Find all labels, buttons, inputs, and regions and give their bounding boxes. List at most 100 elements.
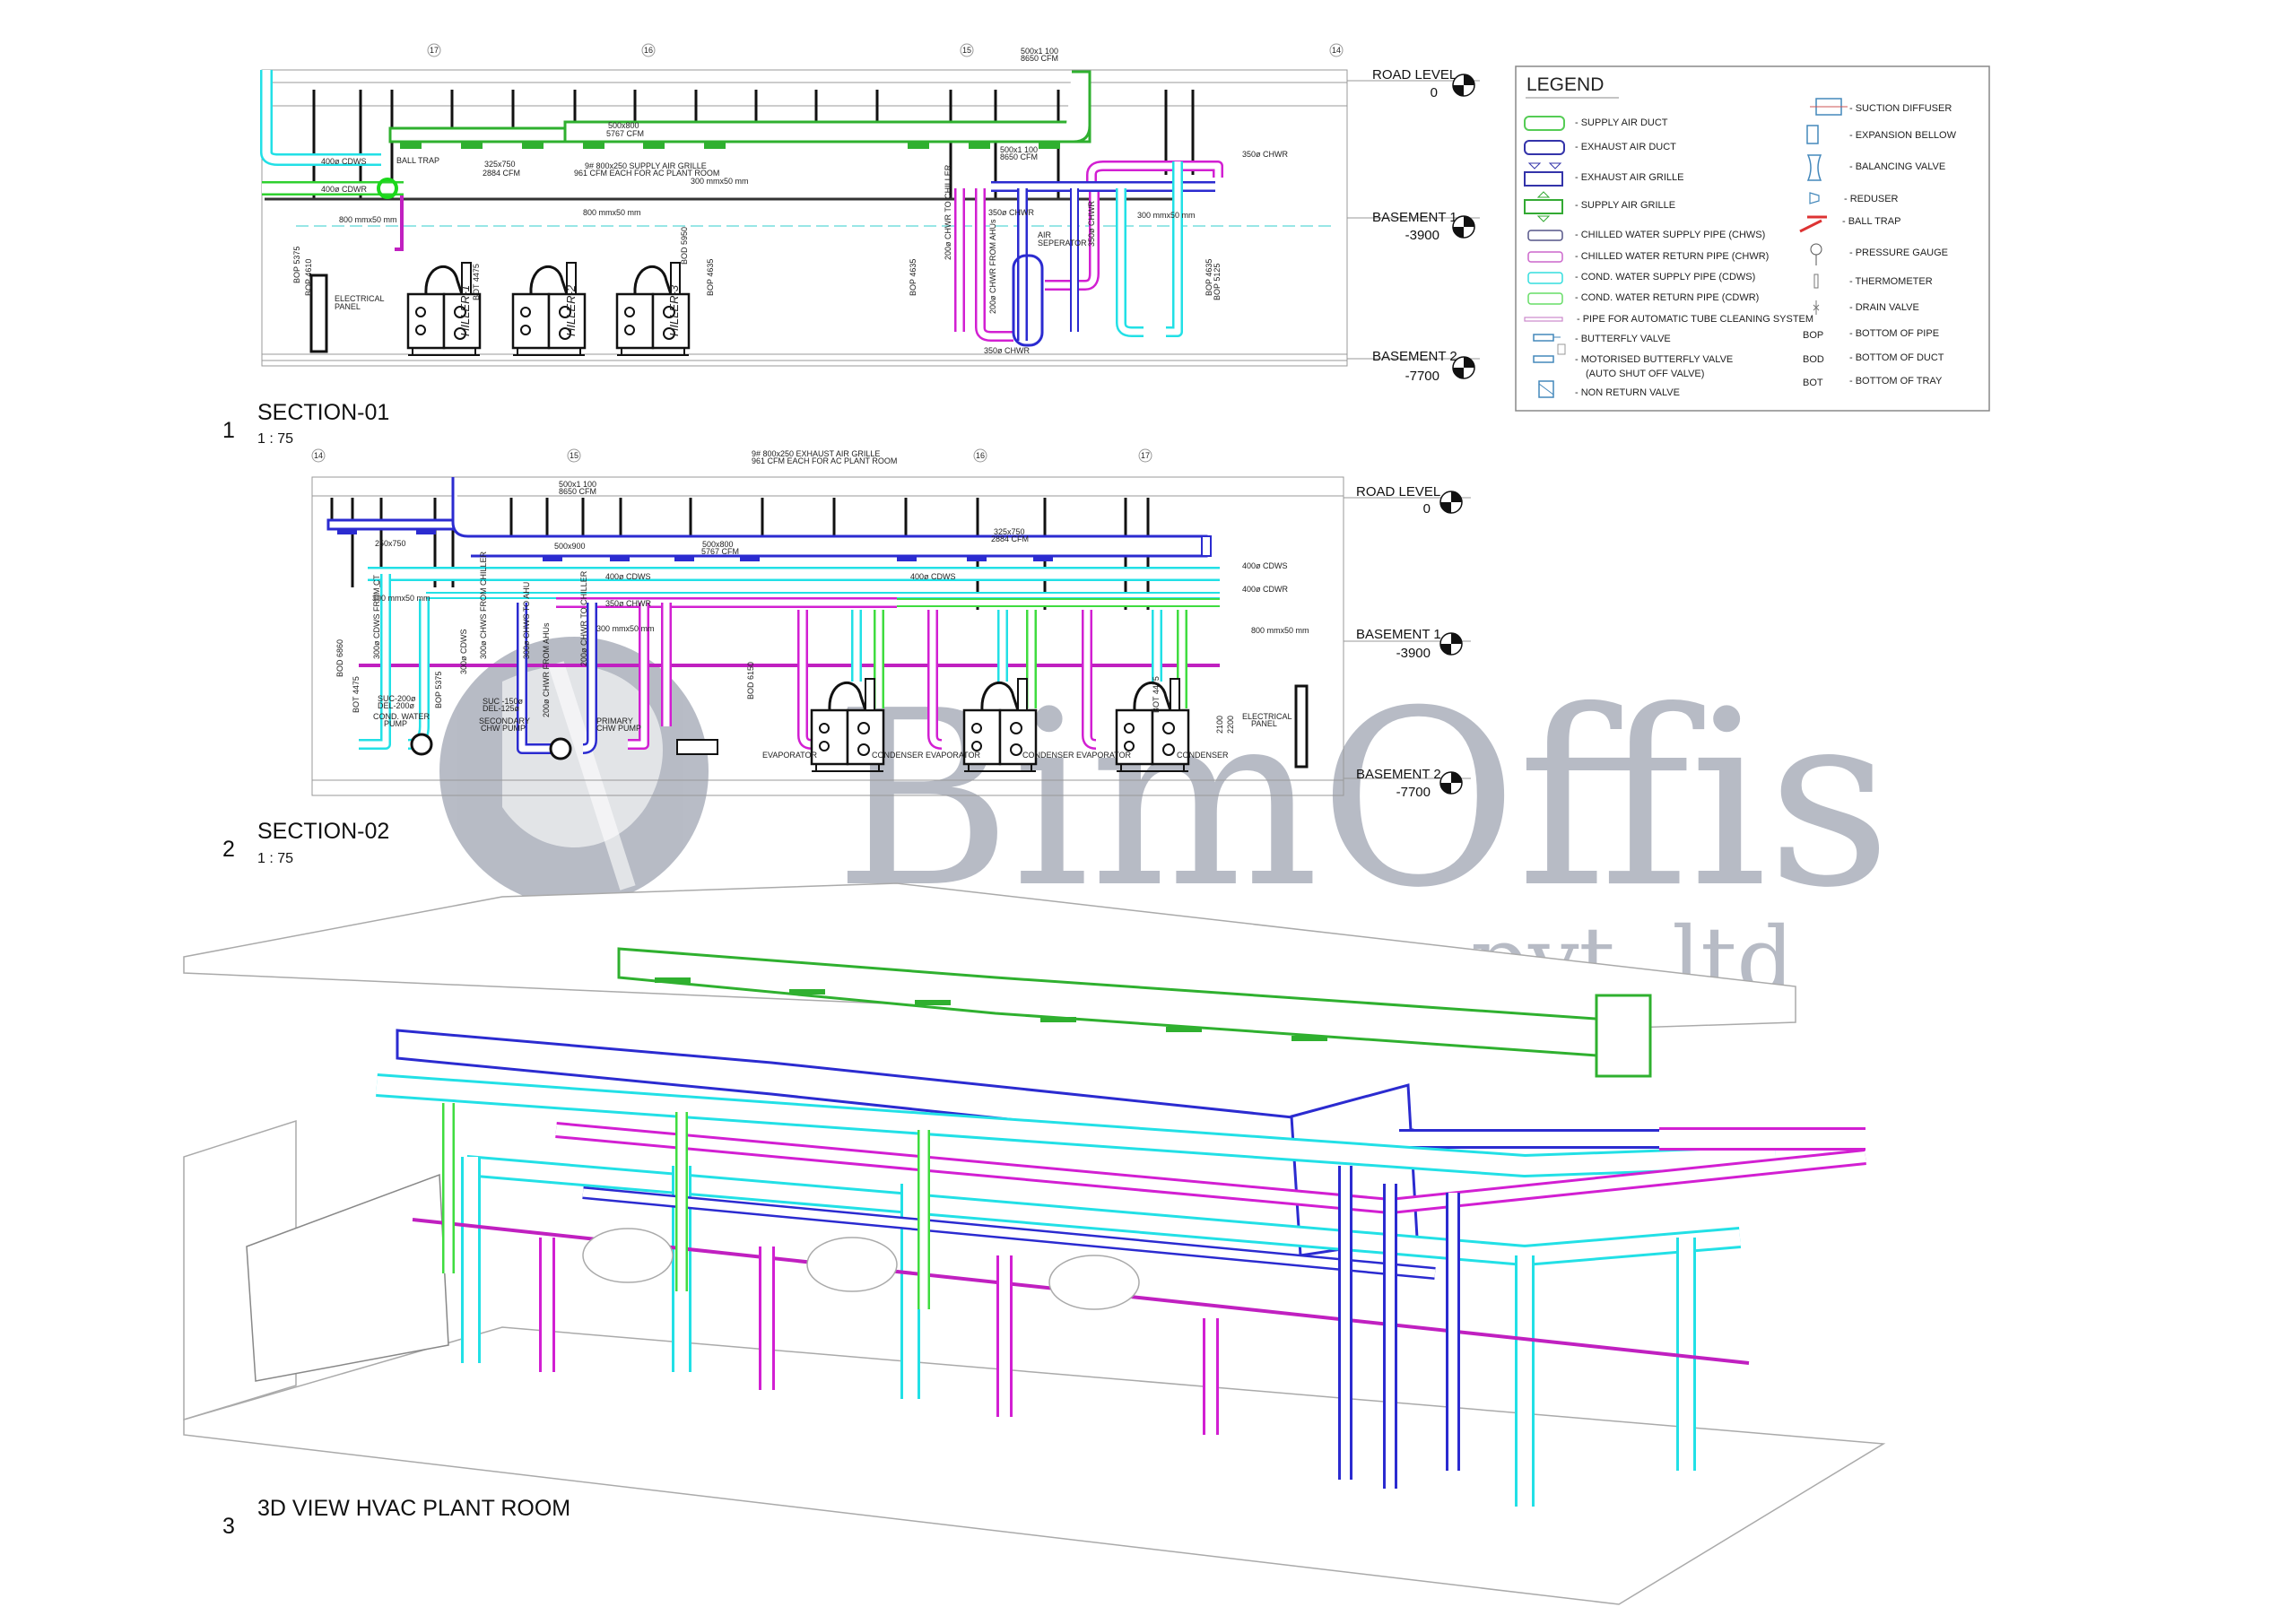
svg-text:350ø CHWR: 350ø CHWR — [1087, 200, 1096, 247]
electrical-panel — [1294, 684, 1309, 769]
level-markers-section-01: ROAD LEVEL 0 BASEMENT 1 -3900 BASEMENT 2… — [1372, 67, 1475, 384]
svg-text:- BUTTERFLY VALVE: - BUTTERFLY VALVE — [1575, 334, 1671, 344]
level-marker-icon — [1439, 632, 1463, 656]
svg-text:2884 CFM: 2884 CFM — [991, 534, 1029, 543]
electrical-panel — [309, 274, 328, 353]
svg-text:- BOTTOM OF DUCT: - BOTTOM OF DUCT — [1849, 352, 1944, 363]
svg-text:300 mmx50 mm: 300 mmx50 mm — [372, 594, 430, 603]
svg-text:ROAD LEVEL: ROAD LEVEL — [1356, 484, 1440, 499]
grid-markers: 17 16 15 14 — [427, 43, 1344, 57]
svg-text:500x1 100: 500x1 100 — [1021, 47, 1058, 56]
svg-text:BOD 5950: BOD 5950 — [680, 227, 689, 265]
svg-text:- COND. WATER SUPPLY PIPE (CDW: - COND. WATER SUPPLY PIPE (CDWS) — [1575, 272, 1755, 282]
svg-text:300 mmx50 mm: 300 mmx50 mm — [691, 177, 749, 186]
svg-text:- REDUSER: - REDUSER — [1844, 194, 1899, 204]
svg-text:- PIPE FOR AUTOMATIC TUBE CLEA: - PIPE FOR AUTOMATIC TUBE CLEANING SYSTE… — [1577, 314, 1813, 325]
electrical-panels — [246, 1173, 449, 1382]
svg-text:DEL-125ø: DEL-125ø — [483, 704, 520, 713]
legend: LEGEND - SUPPLY AIR DUCT - EXHAUST AIR D… — [1515, 65, 1990, 412]
svg-text:- EXHAUST AIR DUCT: - EXHAUST AIR DUCT — [1575, 142, 1676, 152]
svg-text:400ø CDWR: 400ø CDWR — [1242, 585, 1289, 594]
svg-text:- BOTTOM OF PIPE: - BOTTOM OF PIPE — [1849, 328, 1939, 339]
legend-title: LEGEND — [1526, 74, 1604, 95]
svg-text:BOD: BOD — [1803, 354, 1824, 365]
svg-text:2884 CFM: 2884 CFM — [483, 169, 520, 178]
butterfly-valve-icon — [1533, 334, 1561, 342]
svg-text:BOP 5375: BOP 5375 — [292, 247, 301, 283]
svg-text:BASEMENT 2: BASEMENT 2 — [1372, 349, 1457, 364]
svg-text:350ø CHWR: 350ø CHWR — [605, 599, 652, 608]
svg-text:BOD 6150: BOD 6150 — [746, 662, 755, 699]
svg-text:300ø CHWS FROM CHILLER: 300ø CHWS FROM CHILLER — [479, 551, 488, 659]
svg-text:- SUPPLY AIR GRILLE: - SUPPLY AIR GRILLE — [1575, 200, 1675, 211]
svg-text:- SUCTION DIFFUSER: - SUCTION DIFFUSER — [1849, 103, 1952, 114]
svg-text:BOP 4635: BOP 4635 — [909, 259, 918, 296]
svg-text:- BOTTOM OF TRAY: - BOTTOM OF TRAY — [1849, 376, 1943, 387]
svg-text:CONDENSER: CONDENSER — [1177, 751, 1229, 760]
chwr-pipes — [954, 161, 1223, 342]
svg-text:17: 17 — [430, 46, 439, 55]
svg-text:- EXPANSION BELLOW: - EXPANSION BELLOW — [1849, 130, 1957, 141]
svg-text:AIR: AIR — [1038, 230, 1052, 239]
svg-text:500x1 100: 500x1 100 — [1000, 145, 1038, 154]
svg-text:- BALL TRAP: - BALL TRAP — [1842, 216, 1900, 227]
chws-pipe-icon — [1527, 230, 1563, 241]
atcs-pipe-icon — [1524, 317, 1563, 322]
svg-text:16: 16 — [976, 451, 985, 460]
svg-text:400ø CDWR: 400ø CDWR — [321, 185, 368, 194]
svg-text:200ø CHWR FROM AHUs: 200ø CHWR FROM AHUs — [988, 219, 997, 314]
road-level-label: ROAD LEVEL — [1372, 67, 1457, 83]
svg-text:PUMP: PUMP — [384, 719, 407, 728]
svg-text:CHW PUMP: CHW PUMP — [596, 724, 641, 733]
svg-text:BASEMENT 2: BASEMENT 2 — [1356, 767, 1441, 782]
ball-trap-icon — [1799, 215, 1827, 233]
svg-text:2100: 2100 — [1215, 716, 1224, 734]
chiller-units — [406, 261, 691, 357]
svg-text:- SUPPLY AIR DUCT: - SUPPLY AIR DUCT — [1575, 117, 1668, 128]
section-02-scale: 1 : 75 — [257, 851, 293, 866]
svg-text:5767 CFM: 5767 CFM — [701, 547, 739, 556]
svg-text:ELECTRICAL: ELECTRICAL — [1242, 712, 1292, 721]
section-01-scale: 1 : 75 — [257, 431, 293, 447]
svg-text:(AUTO SHUT OFF VALVE): (AUTO SHUT OFF VALVE) — [1586, 369, 1704, 379]
cdwr-pipe-icon — [1527, 292, 1563, 305]
svg-text:BALL TRAP: BALL TRAP — [396, 156, 439, 165]
watermark-brand: BimOffis — [834, 658, 1892, 941]
svg-text:PANEL: PANEL — [1251, 719, 1277, 728]
floor-slab — [183, 1326, 1886, 1605]
section-02-title: SECTION-02 — [257, 819, 389, 844]
svg-text:8650 CFM: 8650 CFM — [1000, 152, 1038, 161]
level-marker-icon — [1452, 215, 1475, 239]
svg-text:800 mmx50 mm: 800 mmx50 mm — [1251, 626, 1309, 635]
svg-text:BOP 4635: BOP 4635 — [1205, 259, 1213, 296]
svg-text:- COND. WATER RETURN PIPE (CDW: - COND. WATER RETURN PIPE (CDWR) — [1575, 292, 1759, 303]
svg-text:2200: 2200 — [1226, 716, 1235, 734]
level-marker-icon — [1452, 356, 1475, 379]
secondary-pump-icon — [549, 737, 572, 760]
svg-text:5767 CFM: 5767 CFM — [606, 129, 644, 138]
svg-text:- EXHAUST AIR GRILLE: - EXHAUST AIR GRILLE — [1575, 172, 1683, 183]
cdwr-pipe — [262, 178, 404, 199]
svg-text:0: 0 — [1423, 501, 1431, 517]
svg-text:-3900: -3900 — [1405, 228, 1439, 243]
svg-text:500x1 100: 500x1 100 — [559, 480, 596, 489]
cdws-pipe-icon — [1527, 272, 1563, 284]
svg-text:400ø CDWS: 400ø CDWS — [1242, 561, 1288, 570]
svg-text:800 mmx50 mm: 800 mmx50 mm — [339, 215, 397, 224]
svg-text:BOP: BOP — [1803, 330, 1823, 341]
svg-text:300ø CDWS: 300ø CDWS — [459, 629, 468, 674]
svg-text:300ø CDWS FROM CT: 300ø CDWS FROM CT — [372, 574, 381, 659]
svg-text:- PRESSURE GAUGE: - PRESSURE GAUGE — [1849, 248, 1948, 258]
svg-text:15: 15 — [962, 46, 971, 55]
svg-text:-3900: -3900 — [1396, 646, 1431, 661]
3d-supply-air-duct — [617, 947, 1652, 1078]
view-3d-plant-room: 3 3D VIEW HVAC PLANT ROOM — [183, 882, 1886, 1605]
cdws-pipe — [260, 70, 381, 166]
svg-text:BASEMENT 1: BASEMENT 1 — [1372, 210, 1457, 225]
svg-text:- MOTORISED BUTTERFLY VALVE: - MOTORISED BUTTERFLY VALVE — [1575, 354, 1733, 365]
svg-text:0: 0 — [1431, 85, 1438, 100]
svg-text:400ø CDWS: 400ø CDWS — [605, 572, 651, 581]
drain-valve-icon — [1813, 300, 1820, 315]
svg-text:- CHILLED WATER RETURN PIPE (C: - CHILLED WATER RETURN PIPE (CHWR) — [1575, 251, 1769, 262]
